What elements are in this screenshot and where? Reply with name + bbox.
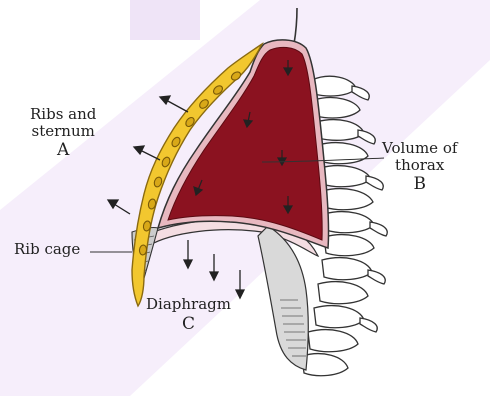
ribs-and-sternum-label: Ribs and sternum A (30, 106, 96, 160)
volume-letter: B (382, 175, 457, 194)
rib-cage-text: Rib cage (14, 240, 80, 258)
ribs-label-line2: sternum (32, 122, 95, 140)
volume-of-thorax-label: Volume of thorax B (382, 140, 457, 194)
volume-label-line2: thorax (395, 156, 444, 174)
diaphragm-label: Diaphragm C (146, 296, 231, 333)
rib-cage-label: Rib cage (14, 241, 80, 258)
ribs-label-line1: Ribs and (30, 105, 96, 123)
volume-label-line1: Volume of (382, 139, 457, 157)
ribs-letter: A (30, 141, 96, 160)
diaphragm-letter: C (146, 315, 231, 334)
diaphragm-text: Diaphragm (146, 295, 231, 313)
